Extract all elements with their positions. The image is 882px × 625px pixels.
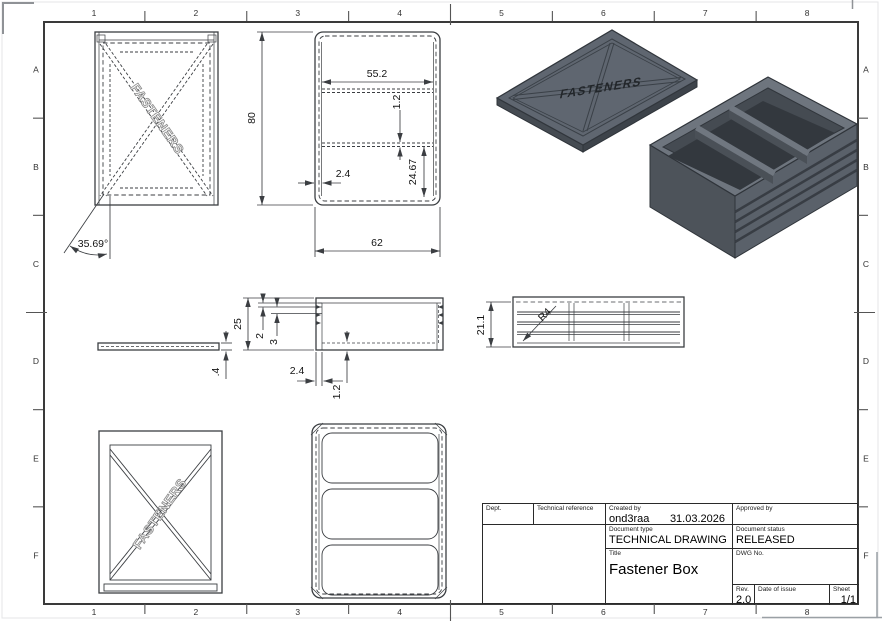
zone-row-label-right: C xyxy=(863,259,869,269)
zone-row-label-left: A xyxy=(33,65,39,75)
zone-row-label-left: B xyxy=(33,162,39,172)
approved-by-label: Approved by xyxy=(736,505,773,512)
zone-row-label-right: B xyxy=(863,162,869,172)
dim-corner-radius: R4 xyxy=(536,306,554,324)
titleblock-dwg-no-cell: DWG No. xyxy=(733,549,859,585)
created-date-value: 31.03.2026 xyxy=(669,513,725,525)
dim-rib-angle: 35.69° xyxy=(78,238,108,250)
fasteners-label-top-view: FASTENERS xyxy=(128,81,188,157)
box-3d-view xyxy=(648,76,859,259)
titleblock-document-status-cell: Document status RELEASED xyxy=(733,525,859,549)
zone-column-label-bottom: 6 xyxy=(601,607,606,617)
zone-column-label-top: 5 xyxy=(499,8,504,18)
zone-row-label-right: F xyxy=(863,550,868,560)
technical-reference-label: Technical reference xyxy=(537,505,594,512)
lid-3d-view: FASTENERS xyxy=(495,29,699,153)
title-block: Dept. Technical reference Created by ond… xyxy=(482,503,859,605)
dept-label: Dept. xyxy=(486,505,502,512)
titleblock-document-type-cell: Document type TECHNICAL DRAWING xyxy=(606,525,733,549)
created-by-value: ond3raa xyxy=(609,513,650,525)
dim-pocket-width: 55.2 xyxy=(367,68,388,80)
lid-bottom-view: FASTENERS xyxy=(98,430,223,594)
zone-column-label-top: 8 xyxy=(805,8,810,18)
titleblock-rev-cell: Rev. 2.0 xyxy=(733,585,755,605)
titleblock-sheet-cell: Sheet 1/1 xyxy=(830,585,859,605)
box-side-view: 25 2 3 2.4 1.2 xyxy=(232,293,444,400)
title-value: Fastener Box xyxy=(609,561,699,578)
dim-groove-offset: 3 xyxy=(268,339,280,345)
titleblock-date-of-issue-cell: Date of issue xyxy=(755,585,830,605)
dim-box-width: 62 xyxy=(371,237,383,249)
dim-box-length: 80 xyxy=(246,112,258,124)
zone-row-label-right: D xyxy=(863,356,869,366)
zone-row-label-left: D xyxy=(33,356,39,366)
sheet-value: 1/1 xyxy=(840,594,856,605)
zone-column-label-bottom: 8 xyxy=(805,607,810,617)
box-front-view: 21.1 R4 xyxy=(475,296,685,348)
dim-box-height: 25 xyxy=(232,318,244,330)
rev-label: Rev. xyxy=(736,586,749,593)
box-top-view-dimensioned: 55.2 1.2 24.67 2.4 62 80 xyxy=(246,31,441,257)
dim-divider-thickness: 1.2 xyxy=(391,95,403,110)
dim-side-wall-thickness: 2.4 xyxy=(290,365,305,377)
titleblock-technical-reference-cell: Technical reference xyxy=(534,504,606,525)
titleblock-title-cell: Title Fastener Box xyxy=(606,549,733,605)
zone-column-label-top: 4 xyxy=(397,8,402,18)
fasteners-label-bottom-view: FASTENERS xyxy=(130,476,190,552)
zone-column-label-top: 1 xyxy=(92,8,97,18)
zone-row-label-left: F xyxy=(33,550,38,560)
zone-column-label-bottom: 2 xyxy=(193,607,198,617)
dim-lip-height: 2 xyxy=(254,333,266,339)
lid-side-view: .4 xyxy=(97,331,232,379)
zone-column-label-bottom: 7 xyxy=(703,607,708,617)
zone-column-label-top: 3 xyxy=(295,8,300,18)
document-type-label: Document type xyxy=(609,526,653,533)
zone-row-label-right: A xyxy=(863,65,869,75)
document-type-value: TECHNICAL DRAWING xyxy=(609,534,727,546)
dim-wall-thickness: 2.4 xyxy=(336,168,351,180)
dim-floor-thickness: 1.2 xyxy=(331,385,343,400)
zone-column-label-bottom: 5 xyxy=(499,607,504,617)
zone-row-label-left: E xyxy=(33,453,39,463)
dim-inner-height: 21.1 xyxy=(475,315,487,336)
titleblock-empty-cell xyxy=(483,525,606,605)
rev-value: 2.0 xyxy=(736,594,752,605)
document-status-label: Document status xyxy=(736,526,785,533)
zone-column-label-top: 2 xyxy=(193,8,198,18)
dim-pocket-length: 24.67 xyxy=(407,159,419,185)
zone-row-label-left: C xyxy=(33,259,39,269)
zone-row-label-right: E xyxy=(863,453,869,463)
lid-top-view: FASTENERS 35.69° xyxy=(63,31,219,259)
date-of-issue-label: Date of issue xyxy=(758,586,796,593)
zone-column-label-bottom: 4 xyxy=(397,607,402,617)
titleblock-approved-by-cell: Approved by xyxy=(733,504,859,525)
zone-column-label-top: 6 xyxy=(601,8,606,18)
created-by-label: Created by xyxy=(609,505,641,512)
dim-lid-edge-thickness: .4 xyxy=(210,367,222,376)
zone-column-label-bottom: 1 xyxy=(92,607,97,617)
zone-column-label-top: 7 xyxy=(703,8,708,18)
titleblock-dept-cell: Dept. xyxy=(483,504,534,525)
title-label: Title xyxy=(609,550,622,557)
box-top-view-plain xyxy=(310,422,448,600)
dwg-no-label: DWG No. xyxy=(736,550,764,557)
sheet-label: Sheet xyxy=(833,586,850,593)
titleblock-created-by-cell: Created by ond3raa 31.03.2026 xyxy=(606,504,733,525)
zone-column-label-bottom: 3 xyxy=(295,607,300,617)
document-status-value: RELEASED xyxy=(736,534,795,546)
